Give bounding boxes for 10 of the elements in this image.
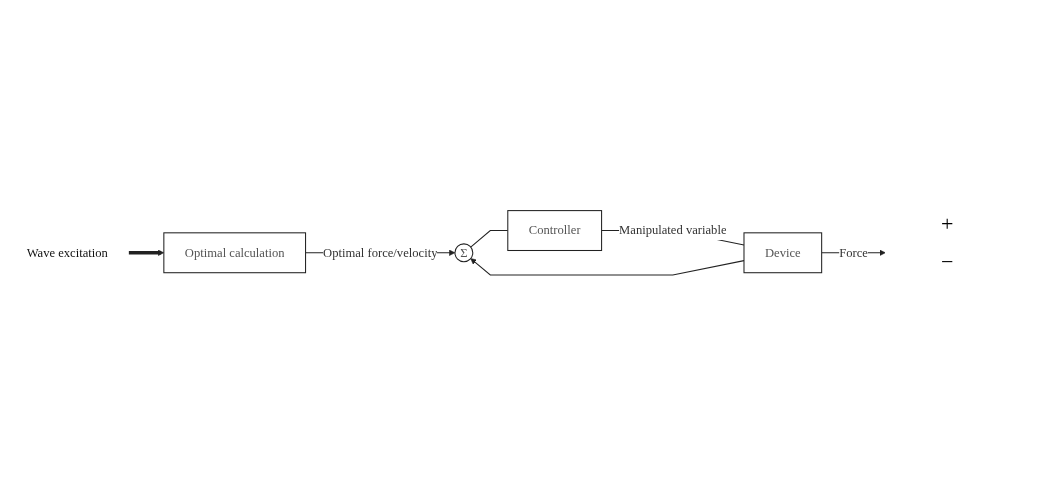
node-text: Wave excitation: [26, 245, 108, 260]
sign-label: +: [941, 210, 955, 237]
edge-label: Force: [839, 245, 868, 260]
sign-label: −: [941, 248, 955, 275]
node-box: Optimal calculation: [163, 232, 307, 273]
node-box: Device: [743, 232, 823, 273]
node-circle: Σ: [454, 243, 474, 262]
edge-label: Manipulated variable: [619, 222, 727, 237]
node-box: Controller: [507, 209, 603, 251]
edge-label: Optimal force/velocity: [323, 245, 438, 260]
